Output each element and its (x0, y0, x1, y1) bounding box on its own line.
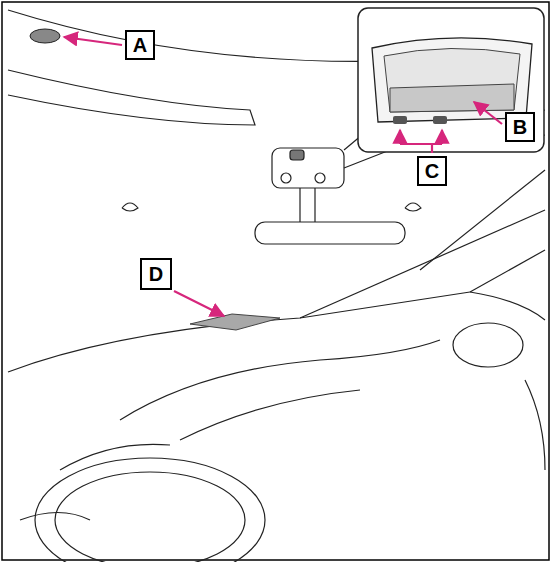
dashboard-drawing (8, 170, 545, 562)
sensor (190, 314, 280, 330)
callout-letter: A (125, 30, 155, 60)
leader-line (64, 37, 502, 316)
callout-letter: D (140, 258, 172, 290)
callout-letter: B (505, 112, 535, 142)
sensor (30, 29, 60, 43)
callout-letter: C (417, 156, 447, 186)
inset (358, 8, 544, 152)
